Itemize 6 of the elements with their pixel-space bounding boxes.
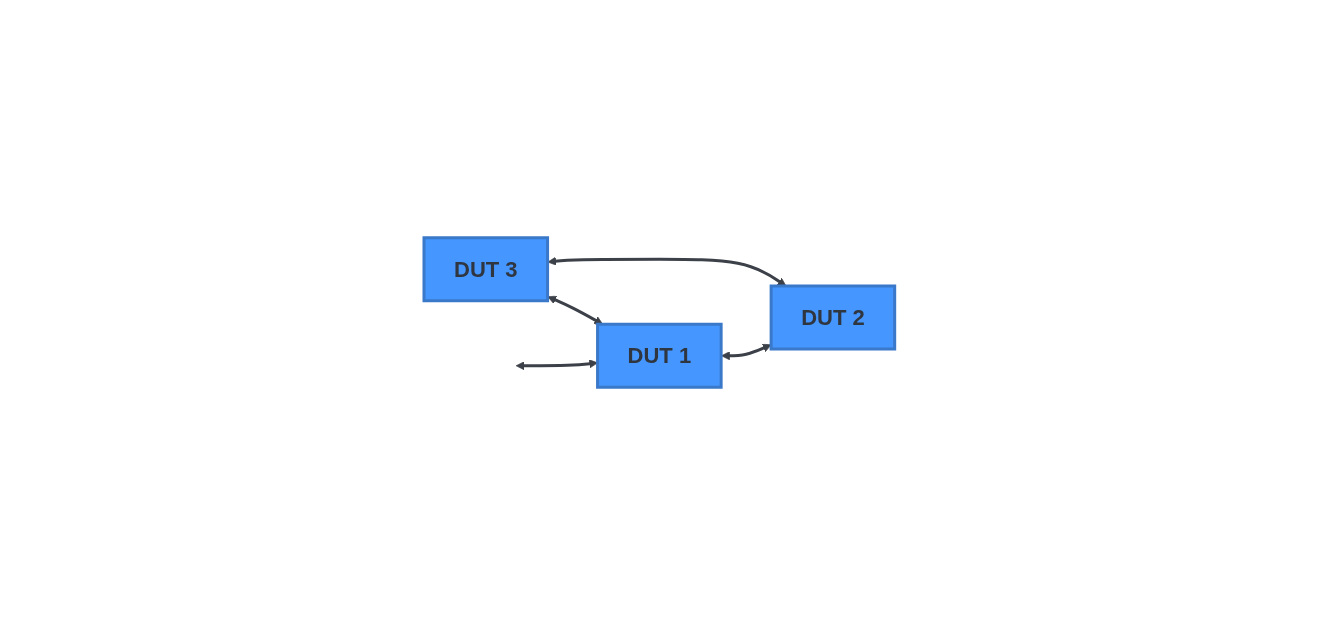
arrow: [547, 256, 787, 287]
node-box: DUT 2: [769, 284, 896, 351]
arrow: [547, 295, 603, 325]
arrow: [515, 359, 598, 371]
node-box: DUT 3: [422, 236, 549, 303]
node-box: DUT 1: [595, 322, 723, 389]
